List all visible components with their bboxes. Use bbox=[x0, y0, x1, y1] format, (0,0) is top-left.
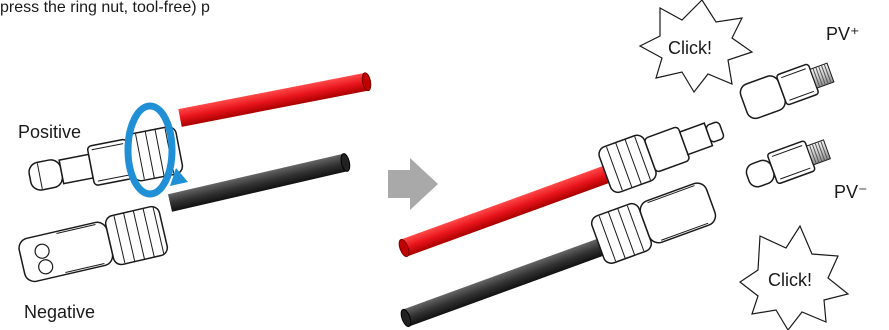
black-cable-left bbox=[168, 153, 351, 212]
assembled-negative-connector bbox=[589, 177, 719, 265]
red-cable-left bbox=[178, 72, 372, 127]
negative-connector bbox=[16, 205, 169, 286]
right-arrow-icon bbox=[388, 158, 438, 210]
label-pv-plus: PV⁺ bbox=[826, 24, 860, 44]
pv-plus-connector bbox=[738, 56, 837, 121]
pv-minus-connector bbox=[743, 134, 833, 193]
click-label-bottom: Click! bbox=[768, 270, 812, 290]
left-assembly: Positive Negative bbox=[16, 72, 372, 322]
label-negative: Negative bbox=[24, 302, 95, 322]
black-cable-middle bbox=[399, 238, 606, 328]
label-pv-minus: PV⁻ bbox=[834, 182, 868, 202]
label-positive: Positive bbox=[18, 122, 81, 142]
click-label-top: Click! bbox=[668, 38, 712, 58]
top-caption: press the ring nut, tool-free) p bbox=[0, 0, 210, 16]
middle-assembly bbox=[397, 107, 730, 328]
assembled-positive-connector bbox=[597, 107, 730, 195]
